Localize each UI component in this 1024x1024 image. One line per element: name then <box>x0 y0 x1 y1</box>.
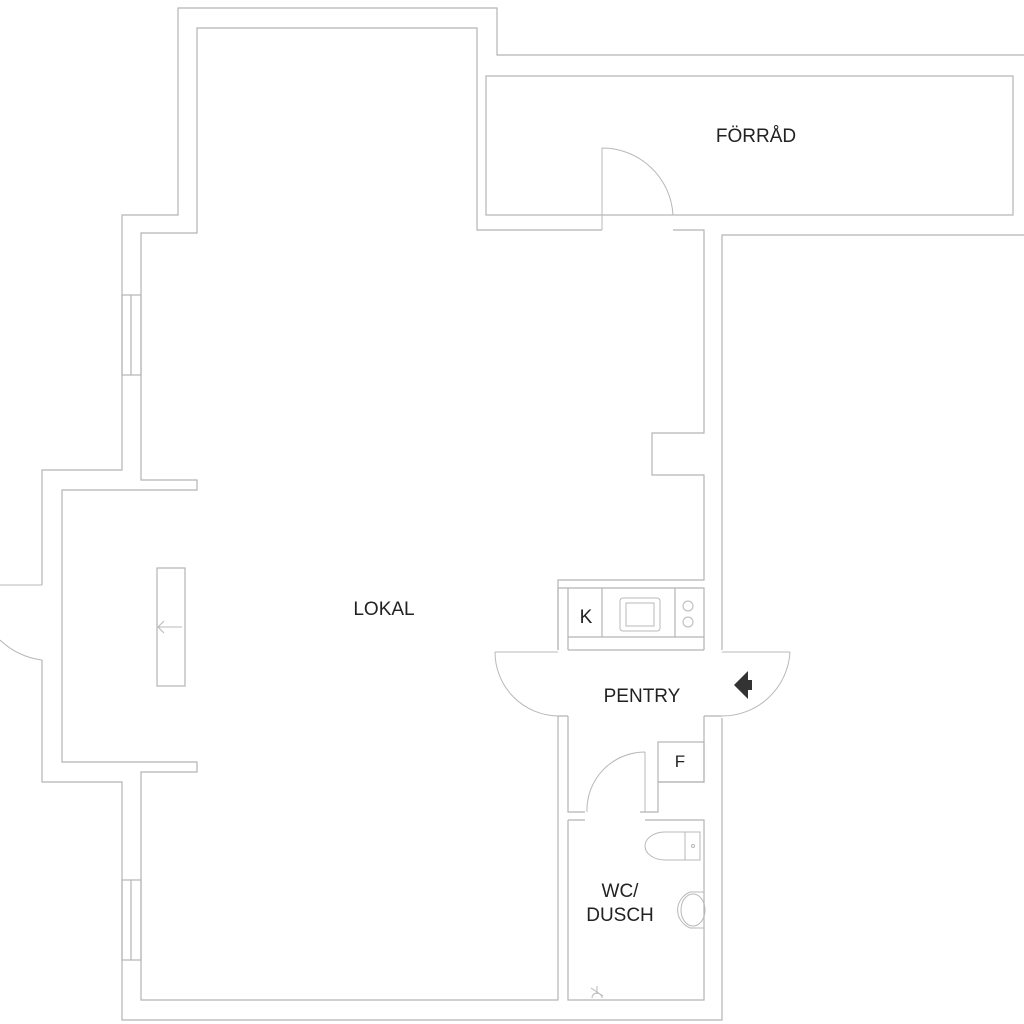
forrad-room <box>485 75 1014 216</box>
bay-element <box>156 567 186 687</box>
outer-wall <box>41 7 1024 1021</box>
kitchen-unit-label: K <box>579 607 593 628</box>
room-label-wc-line2: DUSCH <box>586 905 654 926</box>
fridge-unit <box>657 741 705 783</box>
forrad-door <box>601 147 674 230</box>
room-label-wc-line1: WC/ <box>601 881 639 902</box>
room-label-lokal: LOKAL <box>353 599 415 620</box>
toilet-icon <box>644 831 701 861</box>
washbasin-icon <box>677 891 704 929</box>
entrance-door-right <box>721 651 791 717</box>
sink-icon <box>619 597 661 632</box>
room-label-pentry: PENTRY <box>603 686 681 707</box>
lokal-wall <box>61 27 602 1001</box>
shower-drain-icon <box>590 986 604 999</box>
entrance-door-left <box>0 584 43 661</box>
pentry-door-left <box>494 651 559 717</box>
fridge-unit-label: F <box>674 752 686 771</box>
stove-icon <box>682 600 694 612</box>
wc-door <box>586 751 646 813</box>
entrance-arrow-icon <box>734 671 752 699</box>
lokal-right-wall <box>557 229 705 650</box>
room-label-forrad: FÖRRÅD <box>715 126 797 147</box>
